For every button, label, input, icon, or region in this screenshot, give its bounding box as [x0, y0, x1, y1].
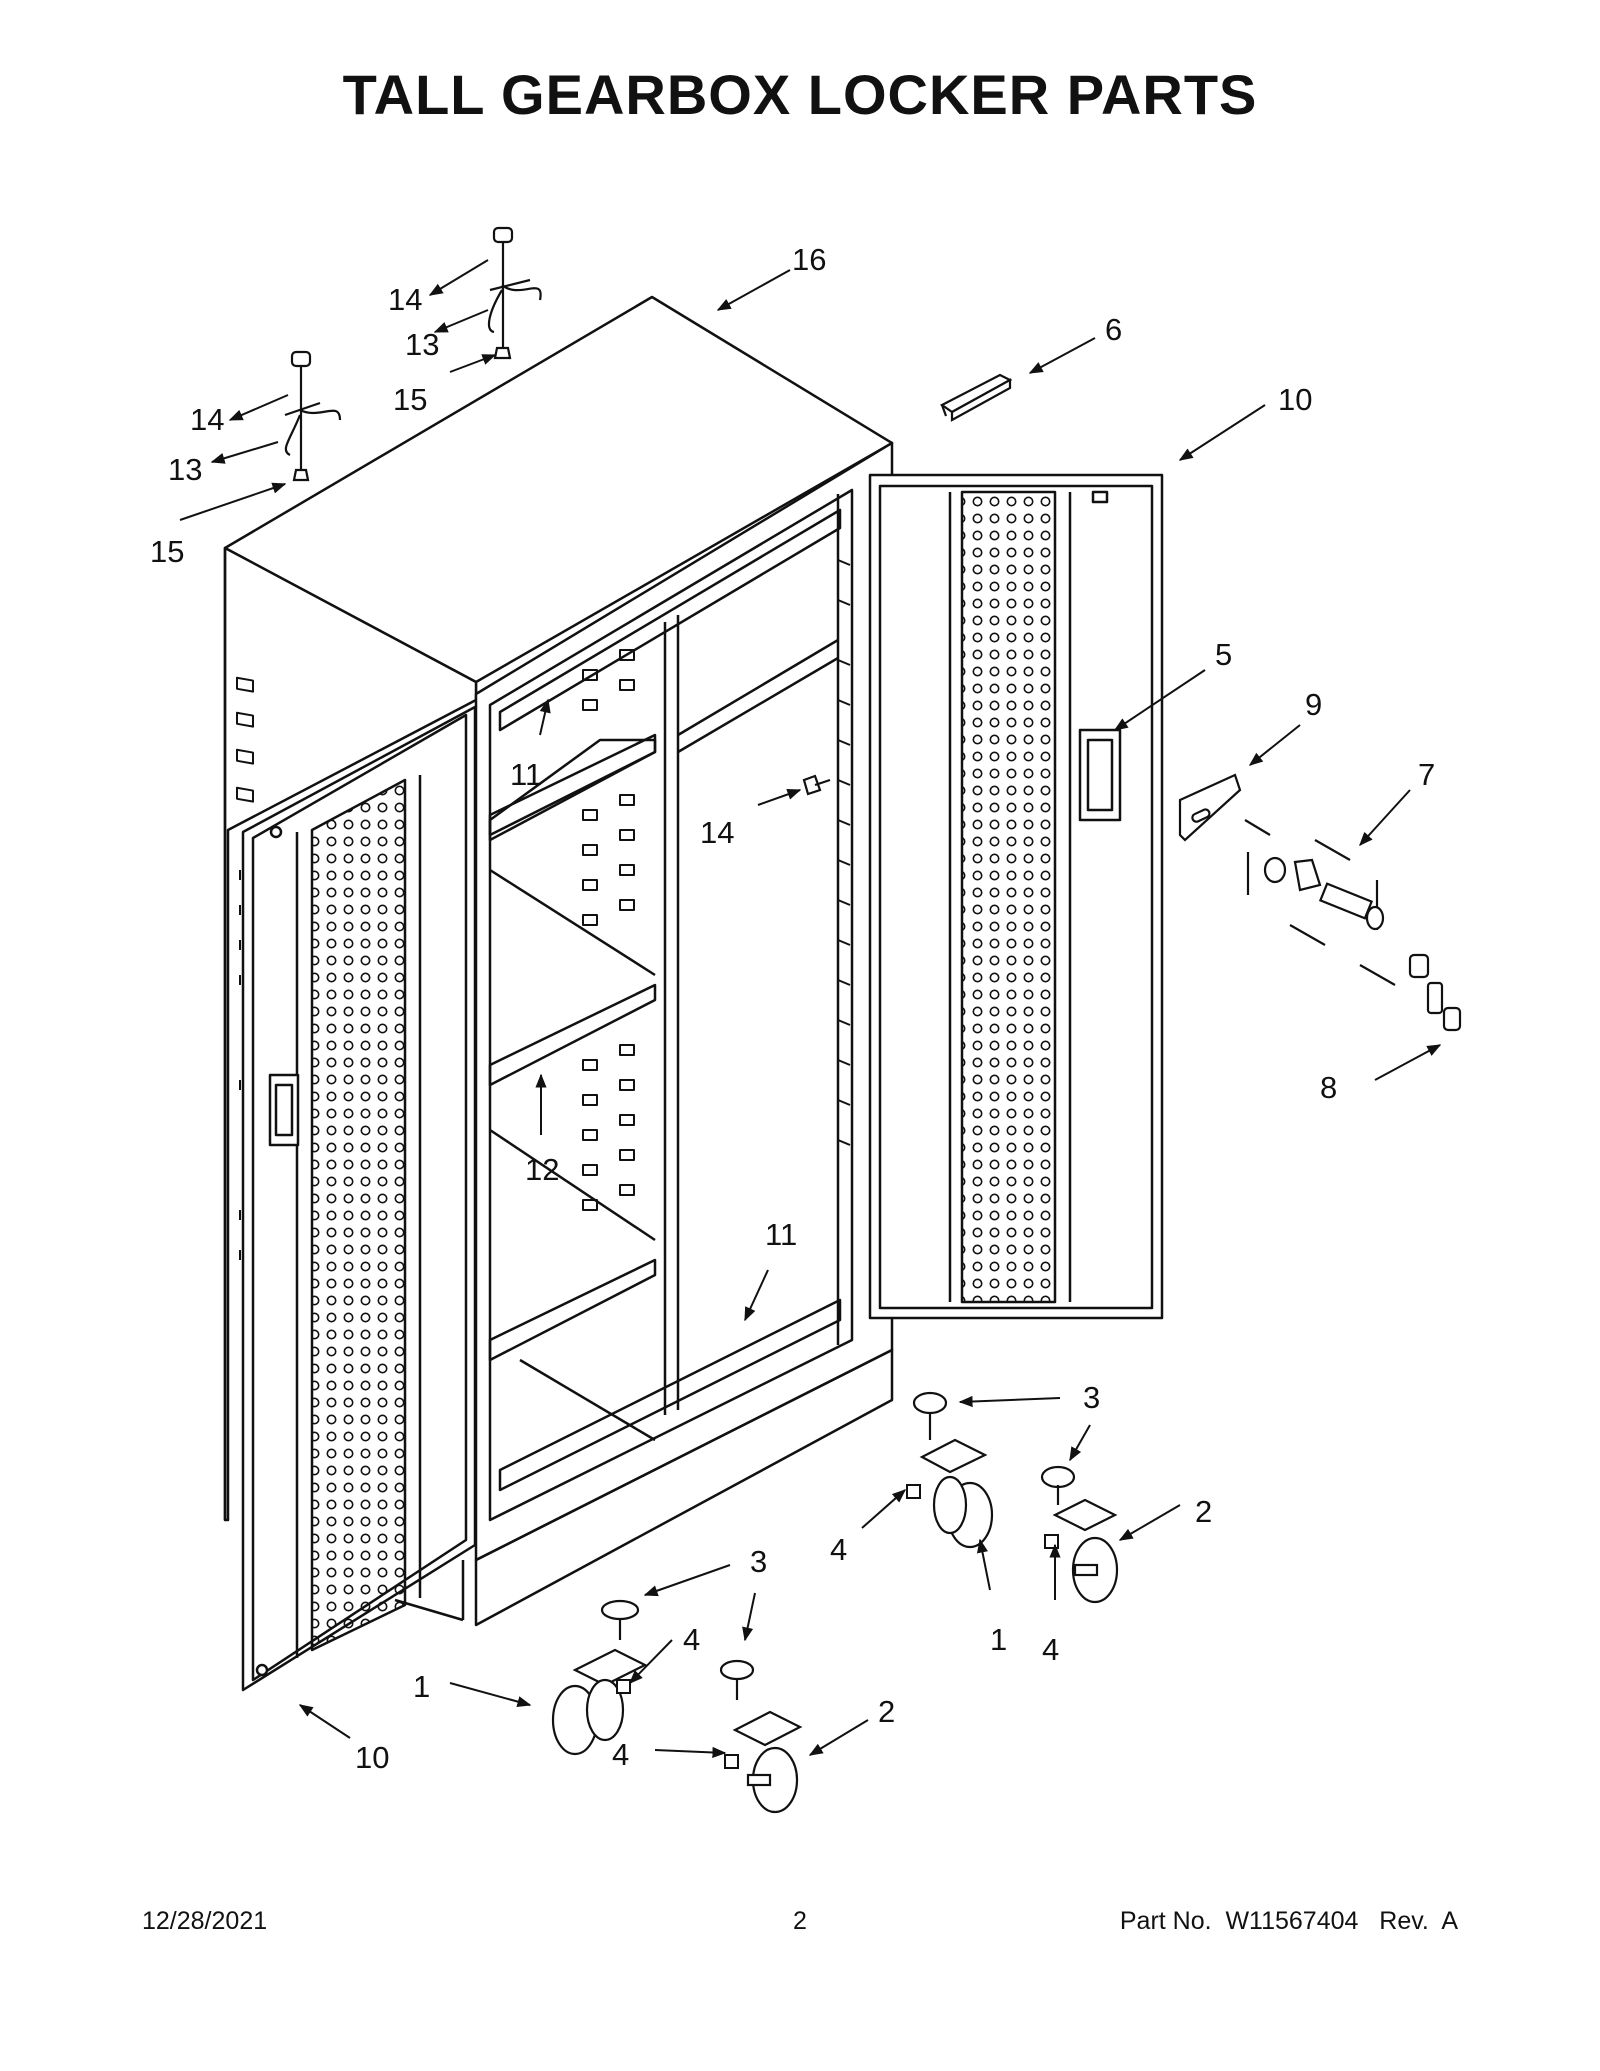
callout-11-upper: 11: [510, 757, 542, 792]
lock-nut: [1263, 856, 1287, 884]
left-door-handle: [268, 1073, 300, 1147]
lock-assembly: [1178, 773, 1462, 1032]
coat-hook-left: [284, 350, 342, 482]
lock-washer: [1293, 858, 1322, 892]
left-door-pegboard: [310, 778, 407, 1652]
callout-16: 16: [792, 242, 826, 277]
callout-1-rear: 1: [990, 1622, 1007, 1657]
shelf-3: [488, 1258, 657, 1362]
cabinet-opening: [488, 488, 854, 1522]
footer-date: 12/28/2021: [142, 1907, 268, 1935]
callout-5: 5: [1215, 637, 1232, 672]
cabinet-base: [474, 1348, 894, 1627]
caster-rear-left: [912, 1391, 994, 1549]
coat-hook-right: [487, 226, 542, 360]
lock-cylinder: [1318, 882, 1374, 920]
callout-4-rear-right: 4: [1042, 1632, 1059, 1667]
right-door-pegboard: [960, 490, 1057, 1304]
callout-7: 7: [1418, 757, 1435, 792]
label-plate: [939, 373, 1013, 422]
callout-12: 12: [525, 1152, 559, 1187]
keys: [1408, 953, 1462, 1032]
hinge-slots: [837, 559, 851, 1146]
callout-10-left-door: 10: [355, 1740, 389, 1775]
footer-part-number: Part No. W11567404 Rev. A: [1119, 1907, 1458, 1935]
callout-6: 6: [1105, 312, 1122, 347]
page-title: TALL GEARBOX LOCKER PARTS: [342, 63, 1258, 126]
callout-9: 9: [1305, 687, 1322, 722]
top-rail: [498, 508, 842, 732]
callout-3-front: 3: [750, 1544, 767, 1579]
callout-14-top-left: 14: [190, 402, 224, 437]
bottom-rail: [498, 1298, 842, 1492]
callout-11-lower: 11: [765, 1217, 797, 1252]
callout-1-front: 1: [413, 1669, 430, 1704]
callout-15-top-right: 15: [393, 382, 427, 417]
hasp: [1178, 773, 1242, 842]
callout-13-top-right: 13: [405, 327, 439, 362]
right-door: [868, 473, 1164, 1320]
leader-lines: [179, 259, 1442, 1759]
callout-8: 8: [1320, 1070, 1337, 1105]
callout-2-front: 2: [878, 1694, 895, 1729]
shelf-slots: [582, 649, 635, 1211]
callout-4-front-right: 4: [612, 1737, 629, 1772]
caster-rear-right: [1040, 1465, 1119, 1604]
callout-labels: 16 14 13 15 14 13 15 6 10 5 9 7 8 11 14 …: [150, 242, 1435, 1775]
cabinet-body: [223, 295, 894, 1627]
caster-front-left: [551, 1599, 648, 1756]
callout-15-top-left: 15: [150, 534, 184, 569]
callout-4-rear-left: 4: [830, 1532, 847, 1567]
caster-front-right: [719, 1659, 803, 1814]
callout-10-right-door: 10: [1278, 382, 1312, 417]
right-door-handle: [1078, 728, 1122, 822]
callout-3-rear: 3: [1083, 1380, 1100, 1415]
callout-2-rear: 2: [1195, 1494, 1212, 1529]
footer-page-number: 2: [793, 1907, 807, 1935]
left-door: [239, 705, 477, 1692]
callout-13-top-left: 13: [168, 452, 202, 487]
callout-4-front-left: 4: [683, 1622, 700, 1657]
side-vents: [236, 676, 254, 803]
shelf-screw: [802, 774, 831, 796]
shelf-1: [488, 733, 657, 842]
callout-14-center: 14: [700, 815, 734, 850]
callout-14-top-right: 14: [388, 282, 422, 317]
shelf-2: [488, 983, 657, 1087]
